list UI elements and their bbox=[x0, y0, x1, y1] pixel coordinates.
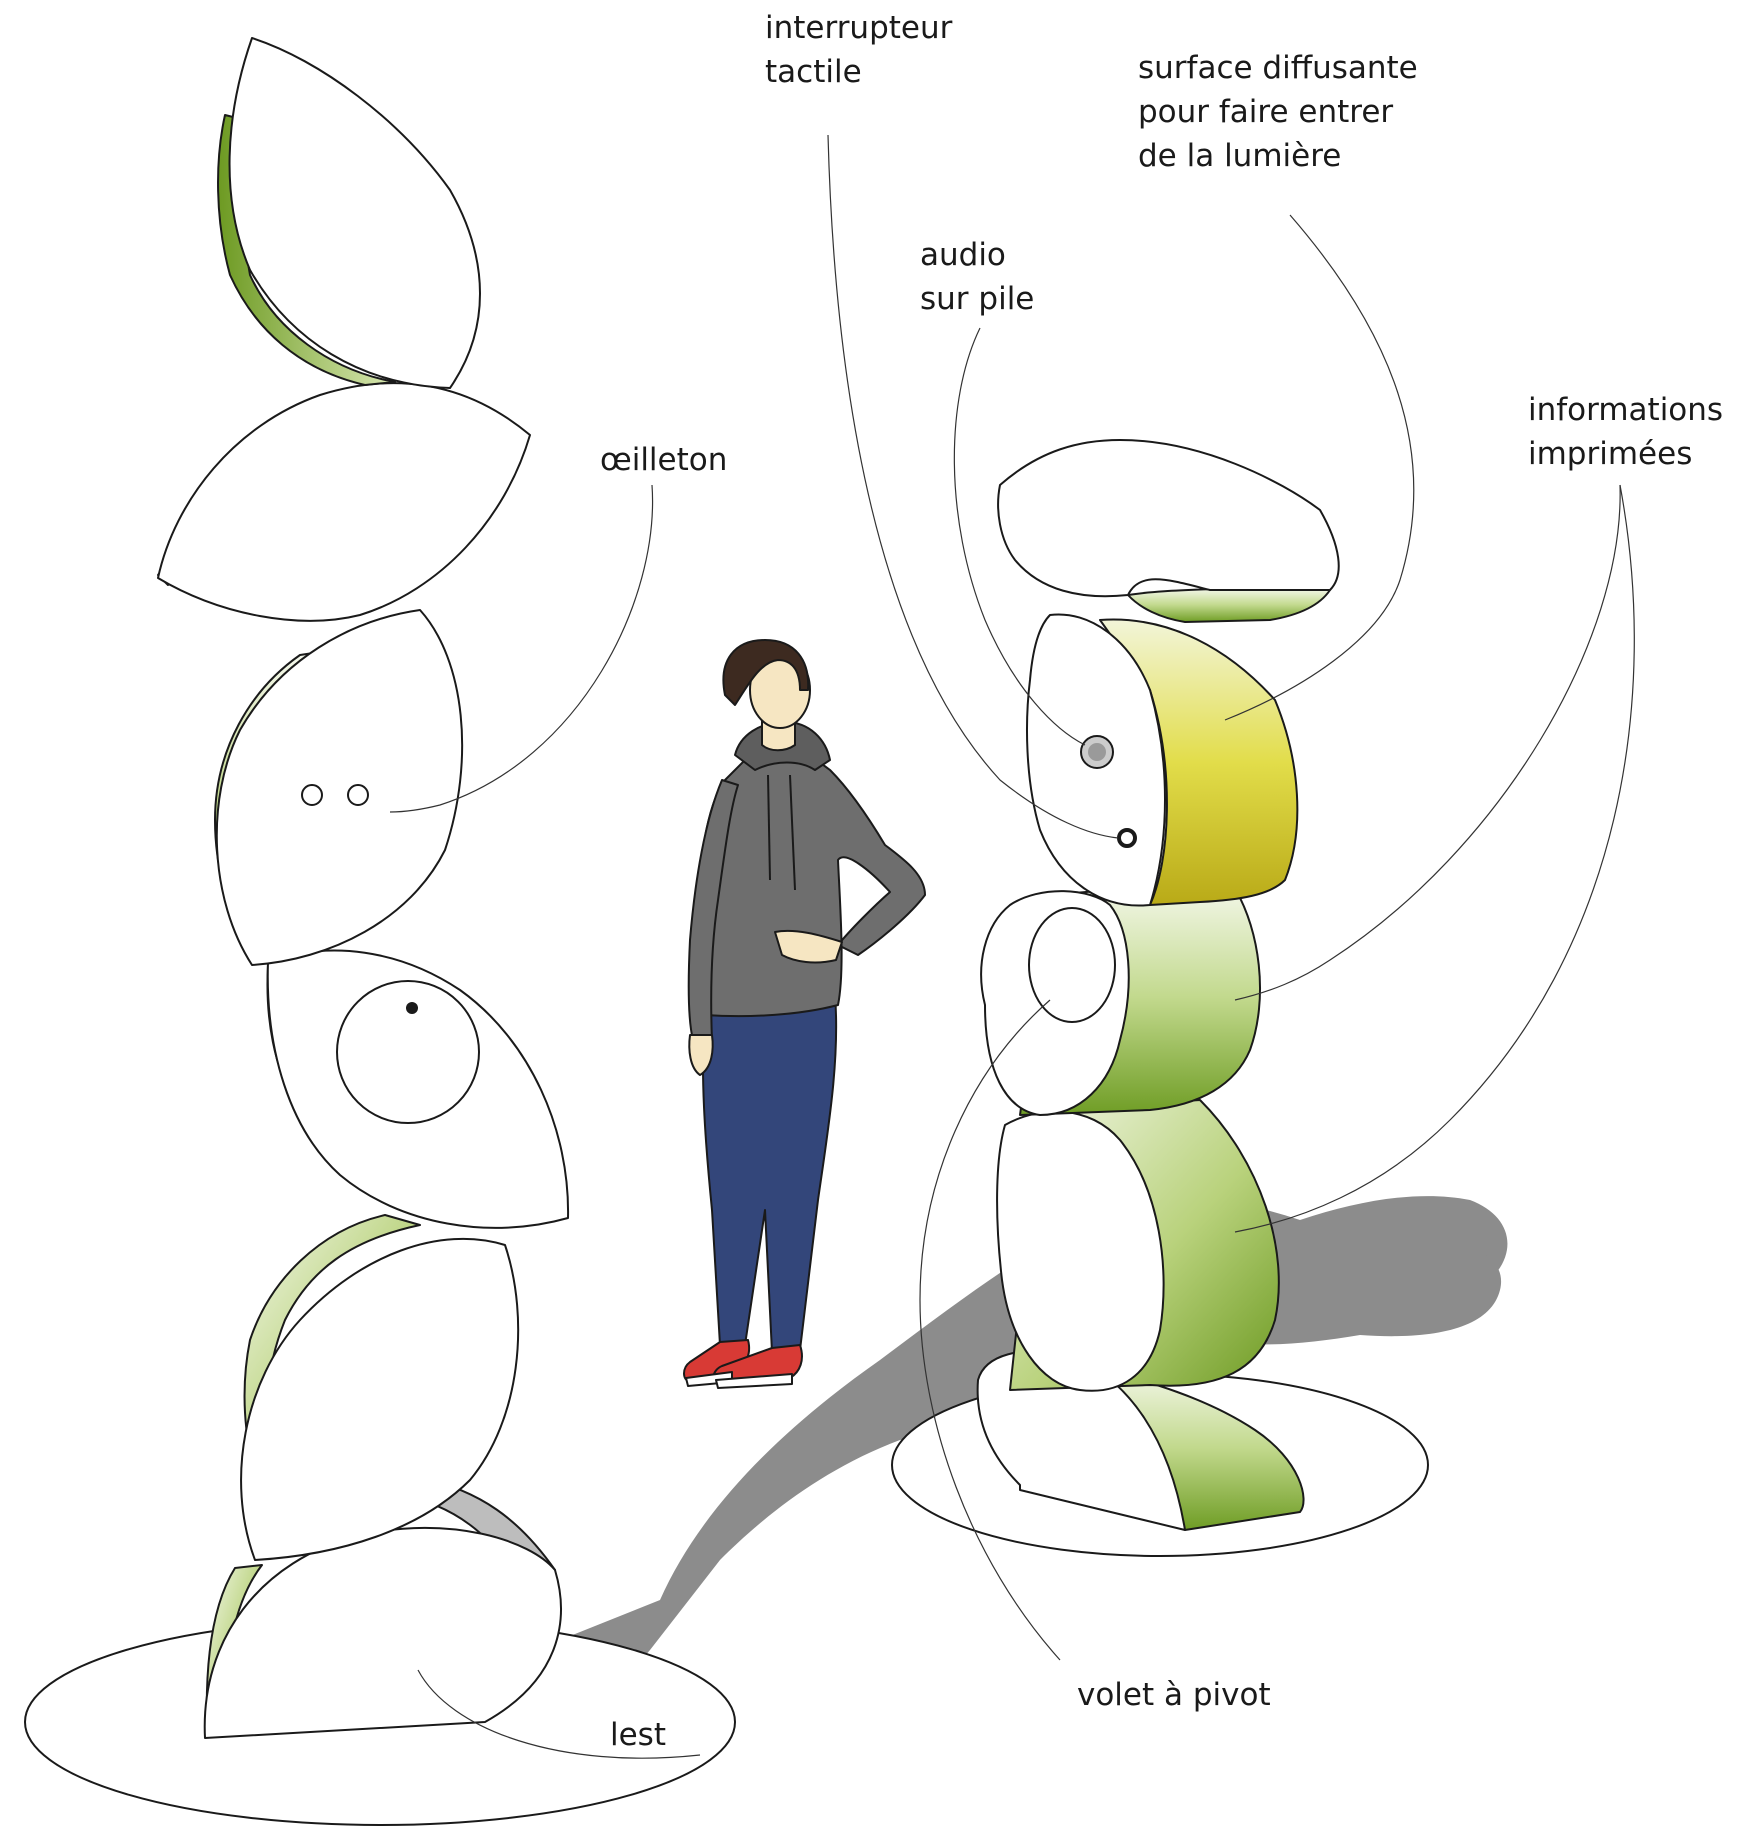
label-surface-line1: surface diffusante bbox=[1138, 50, 1418, 86]
label-surface-line3: de la lumière bbox=[1138, 138, 1341, 174]
right-disk-1-edge bbox=[1128, 588, 1330, 622]
left-peephole-2 bbox=[348, 785, 368, 805]
left-disk-3-face bbox=[217, 610, 462, 965]
left-disk-2-face bbox=[158, 383, 530, 621]
right-disk-1-face bbox=[998, 440, 1339, 596]
right-pivot-flap bbox=[1029, 908, 1115, 1022]
left-totem bbox=[25, 38, 735, 1825]
right-audio-speaker-inner bbox=[1088, 743, 1106, 761]
left-disk-1-face bbox=[230, 38, 480, 388]
left-dial-dot bbox=[406, 1002, 418, 1014]
label-surface-line2: pour faire entrer bbox=[1138, 94, 1393, 130]
label-lest: lest bbox=[610, 1717, 666, 1753]
label-interrupteur-line1: interrupteur bbox=[765, 10, 953, 46]
right-touch-switch bbox=[1119, 830, 1135, 846]
label-informations-line1: informations bbox=[1528, 392, 1723, 428]
left-peephole-1 bbox=[302, 785, 322, 805]
label-informations-line2: imprimées bbox=[1528, 436, 1692, 472]
label-audio-line1: audio bbox=[920, 237, 1006, 273]
label-audio-line2: sur pile bbox=[920, 281, 1034, 317]
label-oeilleton: œilleton bbox=[600, 442, 727, 478]
left-rotating-dial bbox=[337, 981, 479, 1123]
person-figure bbox=[684, 640, 925, 1388]
label-interrupteur-line2: tactile bbox=[765, 54, 862, 90]
person-jeans bbox=[703, 995, 836, 1359]
leader-surface bbox=[1225, 215, 1414, 720]
label-volet: volet à pivot bbox=[1077, 1677, 1271, 1713]
